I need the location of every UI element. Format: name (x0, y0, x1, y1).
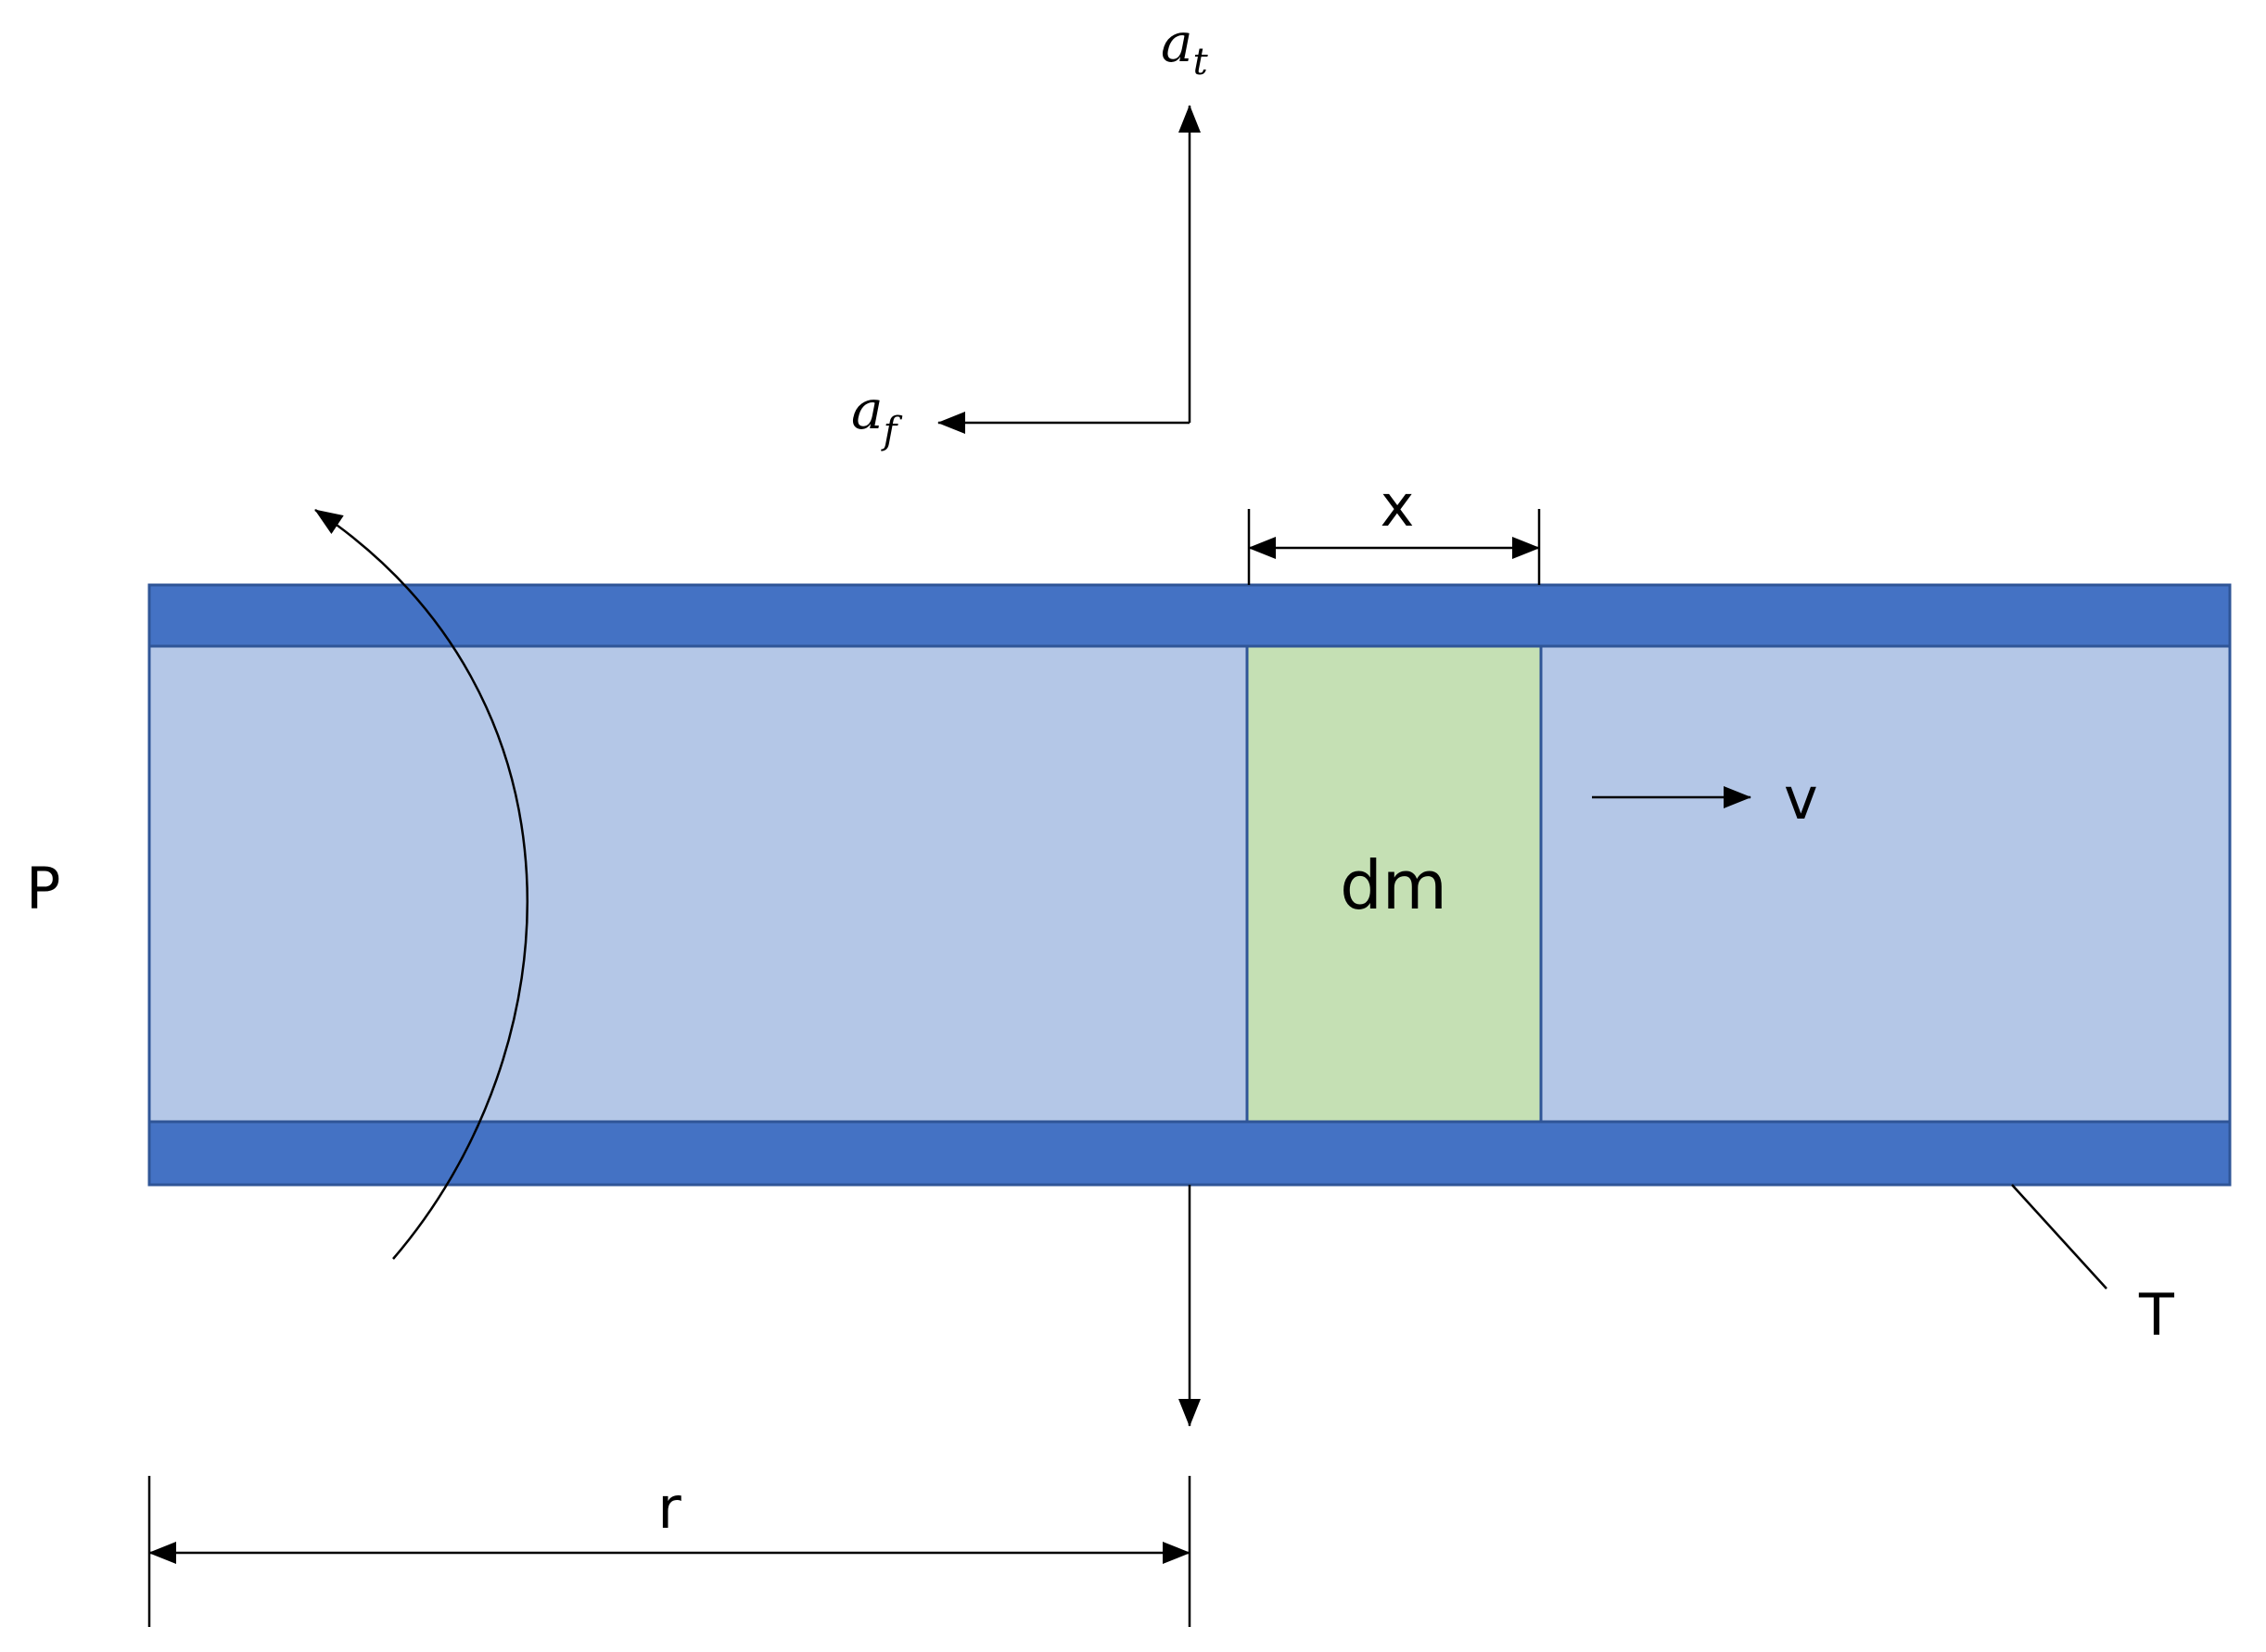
label-x: x (1381, 472, 1415, 540)
label-a-f-base: a (851, 378, 884, 441)
label-a-f-sub: f (881, 410, 903, 452)
rotation-arc-arrow (314, 508, 528, 1260)
label-r: r (657, 1474, 681, 1542)
label-a-t-base: a (1161, 11, 1193, 74)
mass-element-dm (1245, 644, 1543, 1124)
tube-interior (147, 644, 2232, 1124)
label-t: T (2138, 1281, 2175, 1349)
tube-top-wall (147, 583, 2232, 648)
label-p: P (26, 855, 60, 922)
label-a-t-sub: t (1193, 41, 1209, 83)
label-dm: dm (1340, 846, 1447, 924)
label-a-t: at (1161, 11, 1209, 83)
tube-bottom-wall (147, 1120, 2232, 1187)
label-a-f: af (851, 378, 903, 452)
label-v: v (1784, 765, 1818, 832)
t-leader-line (2011, 1184, 2107, 1290)
